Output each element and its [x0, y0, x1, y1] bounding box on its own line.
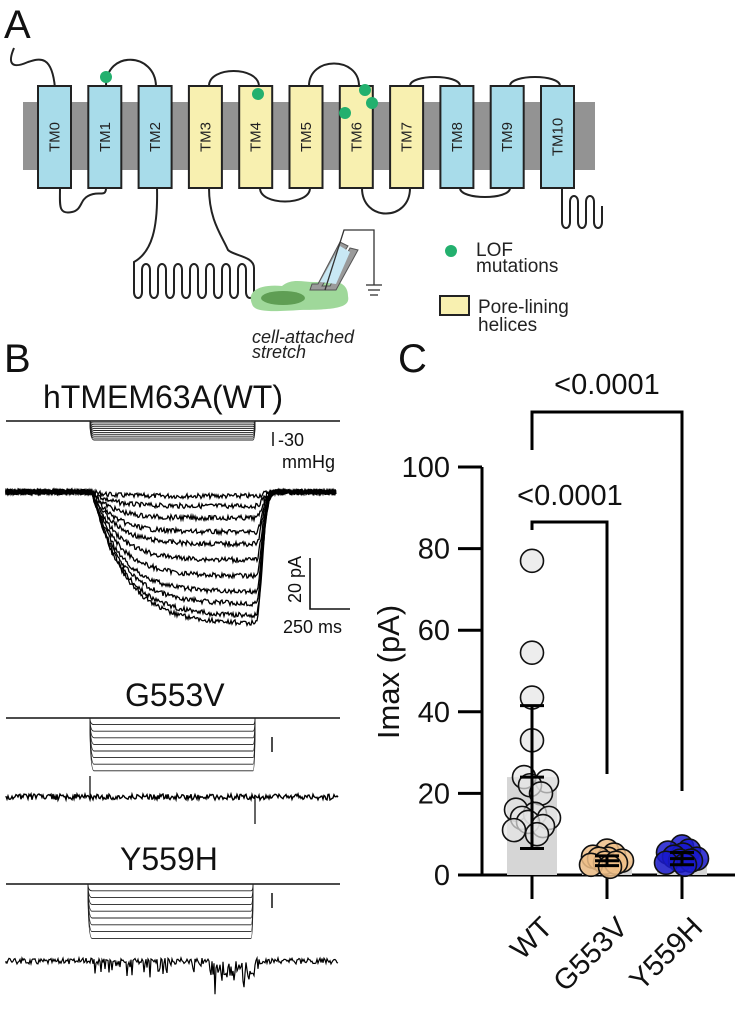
loop-tm2-tm3 [133, 187, 255, 299]
helix-label: TM4 [248, 122, 265, 152]
helix-label: TM2 [147, 122, 164, 152]
loop-tm5-tm6 [308, 62, 360, 87]
trace-title-wt: hTMEM63A(WT) [43, 379, 283, 415]
lof-mutation-dot [339, 107, 351, 119]
topology-diagram: TM0 TM1 TM2 TM3 TM4 TM5 TM6 TM7 TM8 TM9 TM10 [10, 47, 603, 299]
significance-bracket: <0.0001 [517, 480, 623, 774]
y-tick-label: 100 [402, 452, 450, 484]
data-point-wt [501, 817, 527, 843]
loop-tm9-tm10 [509, 76, 561, 87]
error-bar-g553v [595, 854, 619, 868]
y-tick-label: 60 [418, 615, 450, 647]
p-value-label: <0.0001 [517, 480, 623, 512]
lof-mutation-dot [359, 84, 371, 96]
current-trace-wt [5, 487, 337, 628]
lof-mutation-dot [366, 97, 378, 109]
panel-b-letter: B [4, 337, 31, 381]
topology-legend: LOF mutations Pore-lining helices [439, 240, 569, 336]
x-tick-label-g553v: G553V [548, 911, 635, 998]
c-terminus-tail [561, 188, 603, 229]
lof-mutation-dot [252, 88, 264, 100]
pressure-protocol-wt [6, 420, 340, 441]
significance-bracket: <0.0001 [530, 369, 684, 791]
current-trace-wt [5, 487, 337, 565]
panel-a-letter: A [4, 3, 31, 47]
x-tick-label-wt: WT [505, 911, 560, 966]
p-value-label: <0.0001 [554, 369, 660, 401]
legend-pore-line2: helices [478, 315, 537, 336]
lof-mutation-dot [100, 71, 112, 83]
current-time-scale-bar [309, 558, 350, 610]
time-scale-label: 250 ms [283, 617, 342, 637]
helix-tm10: TM10 [540, 85, 575, 189]
helix-label: TM9 [499, 122, 516, 152]
y-tick-label: 0 [434, 860, 450, 892]
cartoon-caption-line2: stretch [252, 342, 306, 362]
legend-lof-line1: LOF [476, 240, 513, 261]
cell-attached-cartoon: cell-attached stretch [250, 229, 382, 362]
helix-tm2: TM2 [137, 85, 173, 189]
current-scale-label: 20 pA [285, 556, 305, 603]
helix-tm1: TM1 [87, 85, 123, 189]
y-axis-label: Imax (pA) [371, 605, 406, 739]
helix-label: TM7 [399, 122, 416, 152]
electrophysiology-traces: hTMEM63A(WT) G553V Y559H -30 mmHg 20 pA … [5, 379, 350, 995]
pressure-scale-value: -30 [278, 430, 304, 450]
pressure-protocol-g553v [6, 717, 340, 772]
error-bar-y559h [670, 851, 694, 867]
loop-tm8-tm9 [459, 187, 511, 198]
data-point-wt [524, 821, 550, 847]
n-terminus-tail [10, 47, 56, 89]
x-tick-label-y559h: Y559H [624, 911, 709, 996]
pipette-solution [320, 246, 350, 284]
data-point-wt [519, 640, 545, 665]
current-trace-g553v [5, 791, 339, 803]
y-tick-label: 80 [418, 534, 450, 566]
helix-tm6: TM6 [338, 85, 374, 189]
loop-tm7-tm8 [409, 76, 461, 87]
pressure-protocol-y559h [6, 883, 340, 939]
helix-tm8: TM8 [439, 85, 475, 189]
helix-tm7: TM7 [389, 85, 425, 189]
helix-tm0: TM0 [37, 85, 72, 189]
helix-tm4: TM4 [238, 85, 274, 189]
y-tick-label: 40 [418, 697, 450, 729]
nucleus-icon [261, 291, 305, 305]
cartoon-caption-line1: cell-attached [252, 327, 355, 347]
legend-lof-line2: mutations [476, 256, 558, 277]
loop-tm1-tm2 [105, 58, 157, 87]
electrode-wire-icon [324, 229, 375, 291]
y-tick-label: 20 [418, 778, 450, 810]
helix-label: TM5 [298, 122, 315, 152]
trace-title-g553v: G553V [125, 677, 225, 713]
current-trace-y559h [5, 955, 339, 995]
error-bar-wt [520, 704, 544, 850]
loop-tm0-tm1 [58, 187, 107, 214]
imax-chart: Imax (pA) 0 20 40 60 80 100 <0.0001 <0.0001 WT… [371, 369, 735, 998]
trace-title-y559h: Y559H [120, 841, 218, 877]
helix-label: TM3 [197, 122, 214, 152]
helix-label: TM10 [550, 118, 567, 156]
helix-tm9: TM9 [489, 85, 525, 189]
helix-tm3: TM3 [187, 85, 223, 189]
helix-label: TM6 [348, 122, 365, 152]
loop-tm6-tm7 [361, 187, 411, 215]
legend-pore-line1: Pore-lining [478, 297, 569, 318]
helix-label: TM8 [449, 122, 466, 152]
pore-lining-swatch-icon [439, 295, 470, 316]
panel-c-letter: C [398, 337, 427, 381]
lof-dot-icon [445, 245, 457, 257]
data-point-wt [519, 548, 545, 574]
loop-tm4-tm5 [259, 187, 311, 203]
helix-label: TM0 [47, 122, 64, 152]
helix-label: TM1 [97, 122, 114, 152]
helix-tm5: TM5 [288, 85, 324, 189]
loop-tm3-tm4 [208, 70, 260, 87]
pressure-scale-unit: mmHg [282, 452, 335, 472]
